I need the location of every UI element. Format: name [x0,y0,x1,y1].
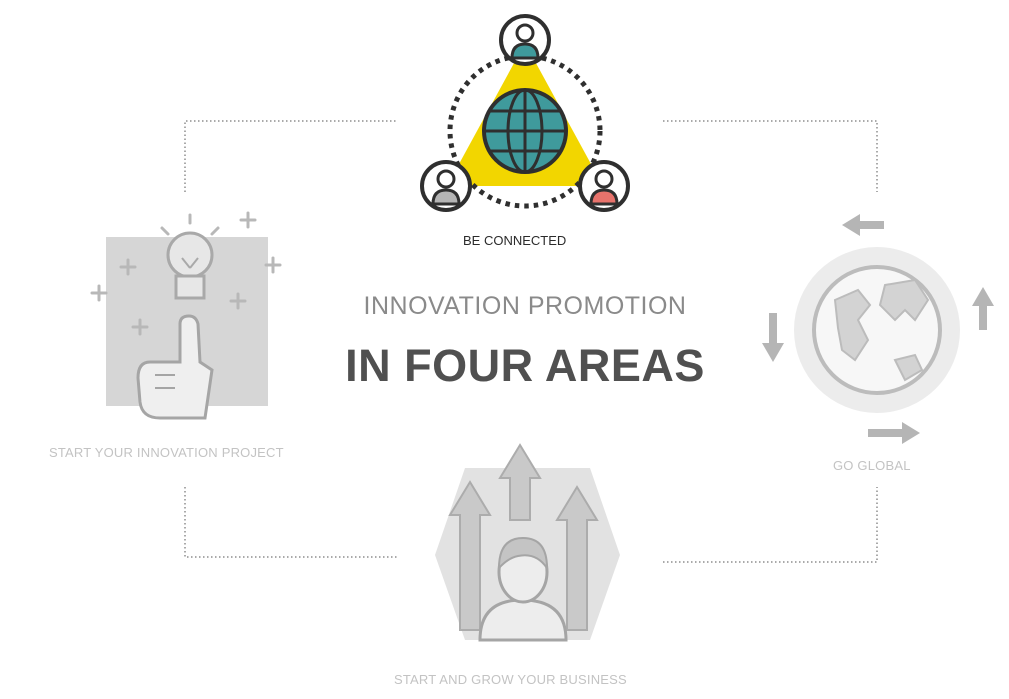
person-avatar-right-icon [578,160,630,212]
diagram-subtitle: INNOVATION PROMOTION [363,292,687,320]
connector-top-right [663,120,878,192]
idea-lightbulb-icon [90,211,282,420]
connector-lines [184,120,878,563]
area-label-innovation-project: START YOUR INNOVATION PROJECT [49,445,284,460]
growth-person-icon [435,443,620,642]
connector-bottom-right [663,487,878,563]
diagram-title: IN FOUR AREAS [345,340,705,391]
connector-bottom-left [184,487,398,558]
earth-arrows-icon [762,214,994,444]
connector-top-left [184,120,398,192]
area-label-go-global: GO GLOBAL [833,458,911,473]
person-avatar-top-icon [499,14,551,66]
connected-globe-icon [420,14,630,212]
person-avatar-left-icon [420,160,472,212]
globe-icon [482,88,568,174]
area-label-grow-business: START AND GROW YOUR BUSINESS [394,672,627,687]
area-label-be-connected: BE CONNECTED [463,233,567,248]
